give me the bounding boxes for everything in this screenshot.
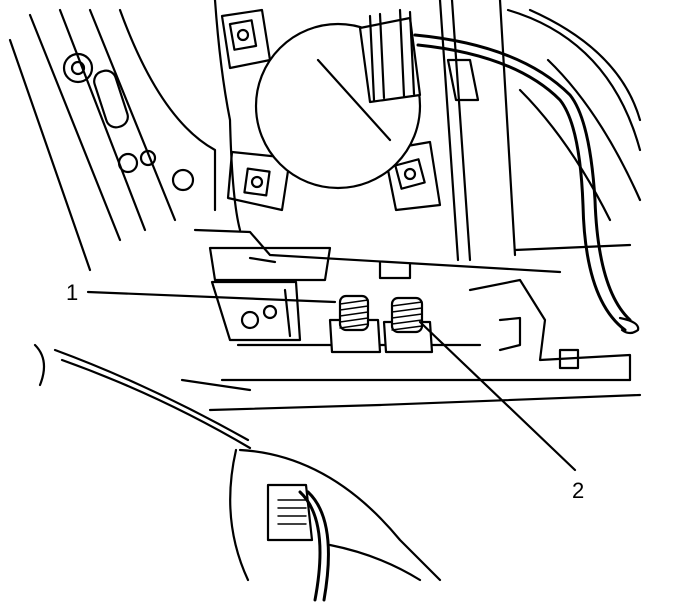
hose-connector xyxy=(358,8,640,335)
lower-panel xyxy=(33,343,442,582)
gasket-plate xyxy=(8,8,217,272)
side-bracket xyxy=(210,280,302,342)
pump-body xyxy=(213,0,442,232)
harness-clip xyxy=(266,483,330,602)
threaded-studs xyxy=(328,294,434,354)
bracket-rails xyxy=(438,0,632,262)
callout-leaders xyxy=(86,290,577,472)
housing-arcs xyxy=(506,8,642,222)
stud-2 xyxy=(382,296,434,354)
callout-1-label: 1 xyxy=(66,280,78,305)
callout-2-label: 2 xyxy=(572,478,584,503)
stud-1 xyxy=(328,294,382,354)
stepped-frame xyxy=(468,278,632,382)
